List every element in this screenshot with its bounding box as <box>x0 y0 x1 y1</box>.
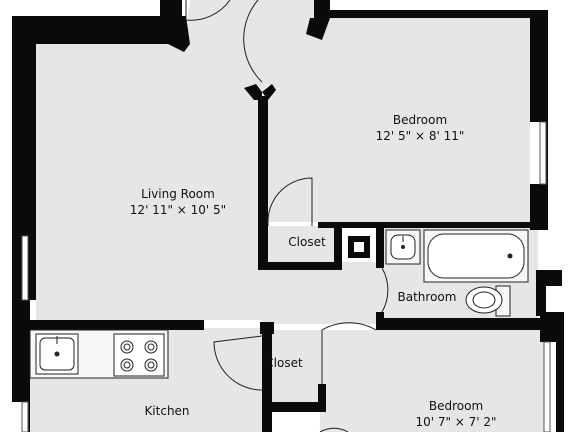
wall-right-mid <box>530 184 548 230</box>
window-left-upper <box>21 235 29 301</box>
wall-closet-lower-left <box>262 322 272 432</box>
wall-right-bottom <box>540 312 564 342</box>
floor-areas <box>30 0 548 432</box>
living-room-floor <box>36 36 262 320</box>
bathroom-name: Bathroom <box>398 290 457 304</box>
wall-left-lower <box>12 300 30 402</box>
door-bedroom-bottom <box>321 322 377 384</box>
window-right-upper <box>539 121 547 185</box>
bedroom-bottom-floor <box>320 330 548 432</box>
door-bathroom <box>381 267 389 313</box>
wall-closet-lower-right <box>318 384 326 412</box>
wall-bath-bottom-left <box>376 312 384 326</box>
wall-kitchen-top <box>12 320 204 330</box>
window-right-lower <box>543 341 551 433</box>
bedroom-bottom-name: Bedroom <box>429 399 483 413</box>
living-room-name: Living Room <box>141 187 215 201</box>
wall-bedroom-bottom <box>318 222 536 228</box>
closet-lower-floor <box>270 330 320 402</box>
bedroom-top-name: Bedroom <box>393 113 447 127</box>
living-room-dims: 12' 11" × 10' 5" <box>130 203 226 217</box>
wall-closet-upper-right <box>334 226 342 266</box>
kitchen-sink-icon <box>35 333 79 375</box>
closet-lower-name: Closet <box>265 356 303 370</box>
window-left-lower <box>21 401 29 433</box>
wall-entry-diagonal <box>168 36 190 52</box>
closet-upper-floor <box>268 226 336 262</box>
toilet-icon <box>465 285 511 317</box>
wall-entry-right-diag <box>306 18 330 40</box>
wall-living-bedroom-diag <box>244 84 262 100</box>
hallway-floor <box>262 262 382 324</box>
wall-bath-left <box>376 226 384 268</box>
door-closet-lower <box>213 335 263 391</box>
door-entry-right <box>243 0 263 83</box>
wall-living-bedroom <box>258 96 268 270</box>
bathroom-sink-icon <box>385 229 421 265</box>
doors <box>185 0 389 433</box>
bathtub-icon <box>423 229 529 283</box>
wall-bedroom-top <box>330 10 548 18</box>
wall-chase-inner <box>354 242 364 252</box>
wall-closet-lower-bottom <box>262 402 324 412</box>
wall-right-lower <box>536 270 562 286</box>
closet-upper-name: Closet <box>288 235 326 249</box>
bedroom-bottom-dims: 10' 7" × 7' 2" <box>415 415 496 429</box>
stove-icon <box>113 333 165 377</box>
wall-closet-upper-bottom <box>262 262 342 270</box>
wall-right-bath <box>536 286 546 316</box>
door-kitchen-bottom <box>319 427 349 433</box>
door-entry-left <box>185 0 231 21</box>
kitchen-name: Kitchen <box>144 404 189 418</box>
wall-bedroom-bottom-top <box>376 322 540 330</box>
bedroom-top-dims: 12' 5" × 8' 11" <box>376 129 465 143</box>
door-closet-upper <box>267 177 313 226</box>
walls <box>12 0 564 432</box>
wall-entry-left-post <box>160 0 182 20</box>
wall-right-bottom-low <box>556 342 564 432</box>
wall-right-upper <box>530 10 548 122</box>
room-labels: Living Room 12' 11" × 10' 5" Bedroom 12'… <box>130 113 497 429</box>
wall-top-right-post <box>314 0 330 18</box>
